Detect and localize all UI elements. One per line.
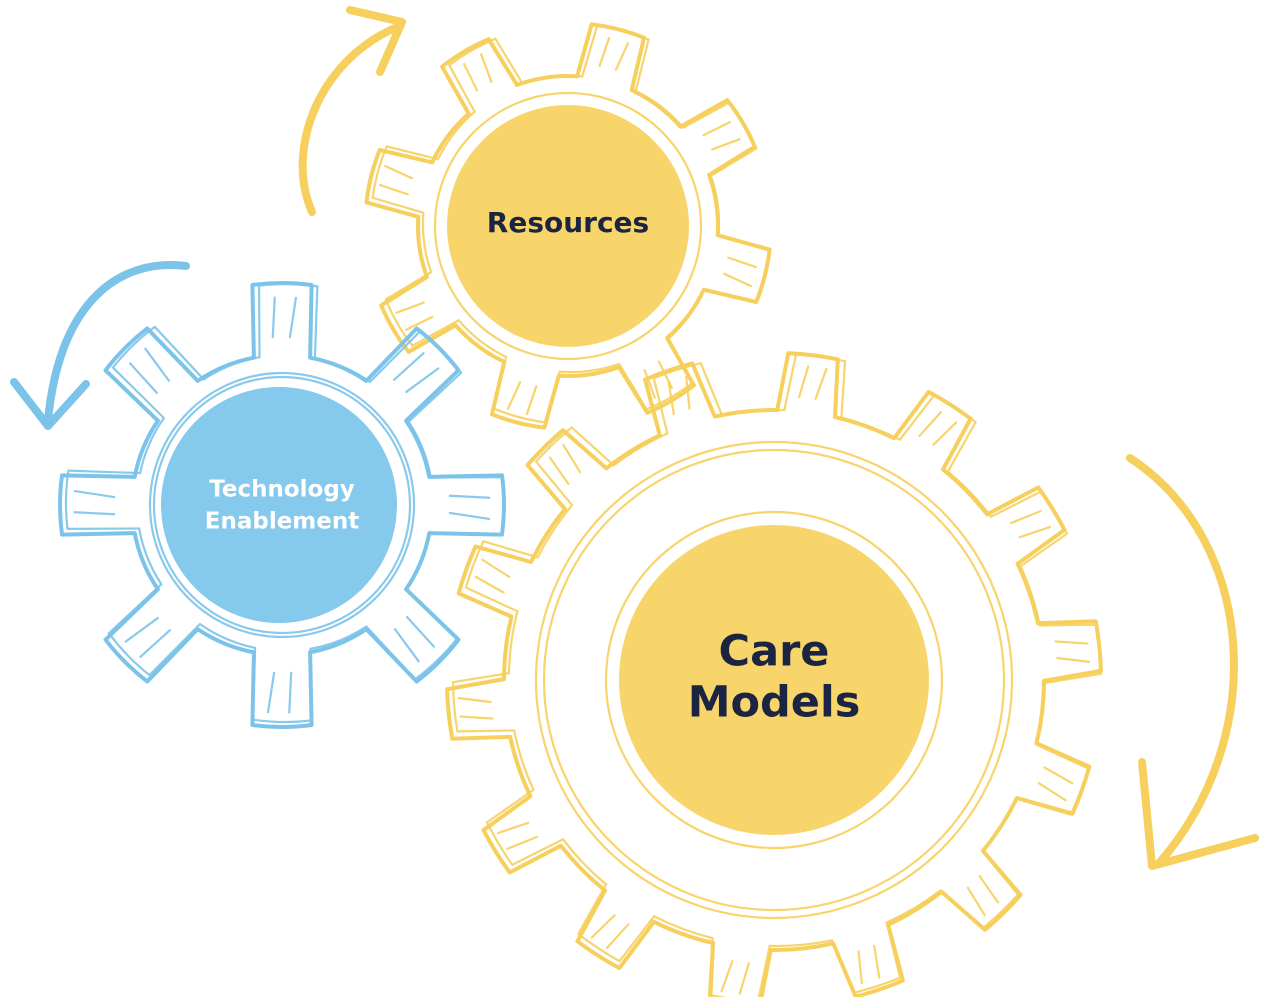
- gear-tooth-sketch-line: [395, 301, 425, 314]
- gear-tooth-sketch-line: [288, 671, 293, 714]
- gear-inner-ring: [534, 440, 1014, 920]
- gear-inner-ring: [148, 371, 416, 639]
- gear-tooth-sketch-line: [457, 697, 492, 704]
- technology-label-line1: Technology: [209, 477, 355, 503]
- gear-tooth-sketch-line: [481, 558, 511, 578]
- resources-arrow-shaft: [298, 24, 399, 216]
- gear-tooth-sketch-line: [1037, 782, 1067, 802]
- gear-tooth-sketch-line: [978, 875, 1000, 904]
- gear-tooth-sketch-line: [124, 616, 159, 643]
- technology-enablement-hub: [161, 387, 397, 623]
- gear-tooth-sketch-line: [798, 365, 810, 398]
- care-models-hub: [619, 525, 929, 835]
- care-models-label-line2: Models: [688, 678, 861, 728]
- gear-tooth-sketch-line: [727, 256, 758, 269]
- gear-tooth-sketch-line: [605, 923, 630, 949]
- gear-tooth-sketch-line: [480, 53, 493, 83]
- gear-tooth-sketch-line: [814, 367, 828, 400]
- gear-tooth-sketch-line: [463, 62, 479, 92]
- gear-tooth-sketch-line: [139, 629, 172, 658]
- gear-tooth-sketch-line: [702, 121, 732, 137]
- gear-tooth-sketch-line: [271, 296, 276, 339]
- gear-tooth-sketch-line: [562, 443, 582, 474]
- gear-tooth-sketch-line: [73, 511, 116, 516]
- gear-tooth-sketch-line: [266, 671, 276, 714]
- gear-sketch-outline: [371, 24, 771, 424]
- technology-label-line2: Enablement: [205, 509, 360, 535]
- gear-tooth-sketch-line: [873, 944, 881, 979]
- gear-tooth-sketch-line: [459, 715, 494, 720]
- gear-inner-ring: [152, 375, 412, 635]
- resources-arrow-head: [346, 6, 406, 76]
- gear-tooth-sketch-line: [405, 367, 440, 394]
- gear-tooth-sketch-line: [857, 950, 863, 985]
- gear-tooth-sketch-line: [1054, 640, 1089, 645]
- gear-tooth-sketch-line: [711, 138, 741, 151]
- gear-tooth-sketch-line: [404, 315, 434, 331]
- technology-arrow-head: [10, 378, 90, 430]
- care-models-gear-icon: [445, 351, 1103, 997]
- gear-tooth-sketch-line: [685, 375, 691, 410]
- gear-tooth-sketch-line: [448, 511, 491, 521]
- gear-tooth-sketch-line: [932, 421, 958, 446]
- care-models-arrow-shaft: [1126, 454, 1238, 866]
- gear-tooth-sketch-line: [643, 369, 656, 399]
- gear-inner-ring: [604, 510, 944, 850]
- gear-tooth-sketch-line: [525, 385, 538, 416]
- gear-tooth-sketch-line: [288, 296, 298, 339]
- technology-rotation-arrow-icon: [10, 261, 190, 430]
- gear-inner-ring: [542, 448, 1006, 912]
- gear-tooth-sketch-line: [474, 575, 505, 594]
- gear-tooth-sketch-line: [448, 494, 491, 499]
- care-models-arrow-head: [1138, 758, 1259, 870]
- gear-tooth-sketch-line: [378, 183, 409, 196]
- care-models-rotation-arrow-icon: [1126, 454, 1259, 870]
- gear-tooth-sketch-line: [144, 347, 171, 382]
- gear-tooth-sketch-line: [1009, 510, 1042, 525]
- gear-tooth-sketch-line: [393, 628, 420, 663]
- gear-tooth-sketch-line: [1043, 766, 1074, 785]
- care-models-label-line1: Care: [719, 627, 830, 677]
- gear-tooth-sketch-line: [73, 489, 116, 499]
- gear-tooth-sketch-line: [738, 962, 750, 995]
- gear-tooth-sketch-line: [722, 272, 752, 288]
- resources-rotation-arrow-icon: [298, 6, 406, 216]
- gear-tooth-sketch-line: [667, 381, 675, 416]
- gear-tooth-sketch-line: [496, 821, 530, 835]
- gear-inner-ring: [433, 91, 703, 361]
- gear-tooth-sketch-line: [384, 164, 414, 180]
- gear-tooth-sketch-line: [1056, 656, 1091, 663]
- resources-hub: [447, 105, 689, 347]
- gear-tooth-sketch-line: [1018, 525, 1052, 539]
- gear-tooth-sketch-line: [548, 456, 570, 485]
- technology-enablement-gear-icon: [58, 281, 506, 729]
- gear-tooth-sketch-line: [918, 411, 943, 437]
- gear-tooth-sketch-line: [598, 36, 611, 67]
- gear-sketch-outline: [64, 282, 506, 724]
- gear-sketch-outline: [451, 353, 1103, 997]
- technology-arrow-shaft: [44, 261, 190, 424]
- resources-gear-icon: [364, 22, 772, 430]
- gear-tooth-sketch-line: [129, 362, 158, 395]
- gear-tooth-sketch-line: [506, 835, 539, 850]
- gear-tooth-sketch-line: [406, 615, 435, 648]
- gear-tooth-sketch-line: [590, 914, 616, 939]
- gear-tooth-sketch-line: [506, 380, 522, 410]
- gear-tooth-sketch-line: [720, 960, 734, 993]
- gear-tooth-sketch-line: [966, 886, 986, 917]
- resources-label: Resources: [487, 206, 649, 239]
- gear-tooth-sketch-line: [392, 352, 425, 381]
- gear-tooth-sketch-line: [614, 42, 630, 72]
